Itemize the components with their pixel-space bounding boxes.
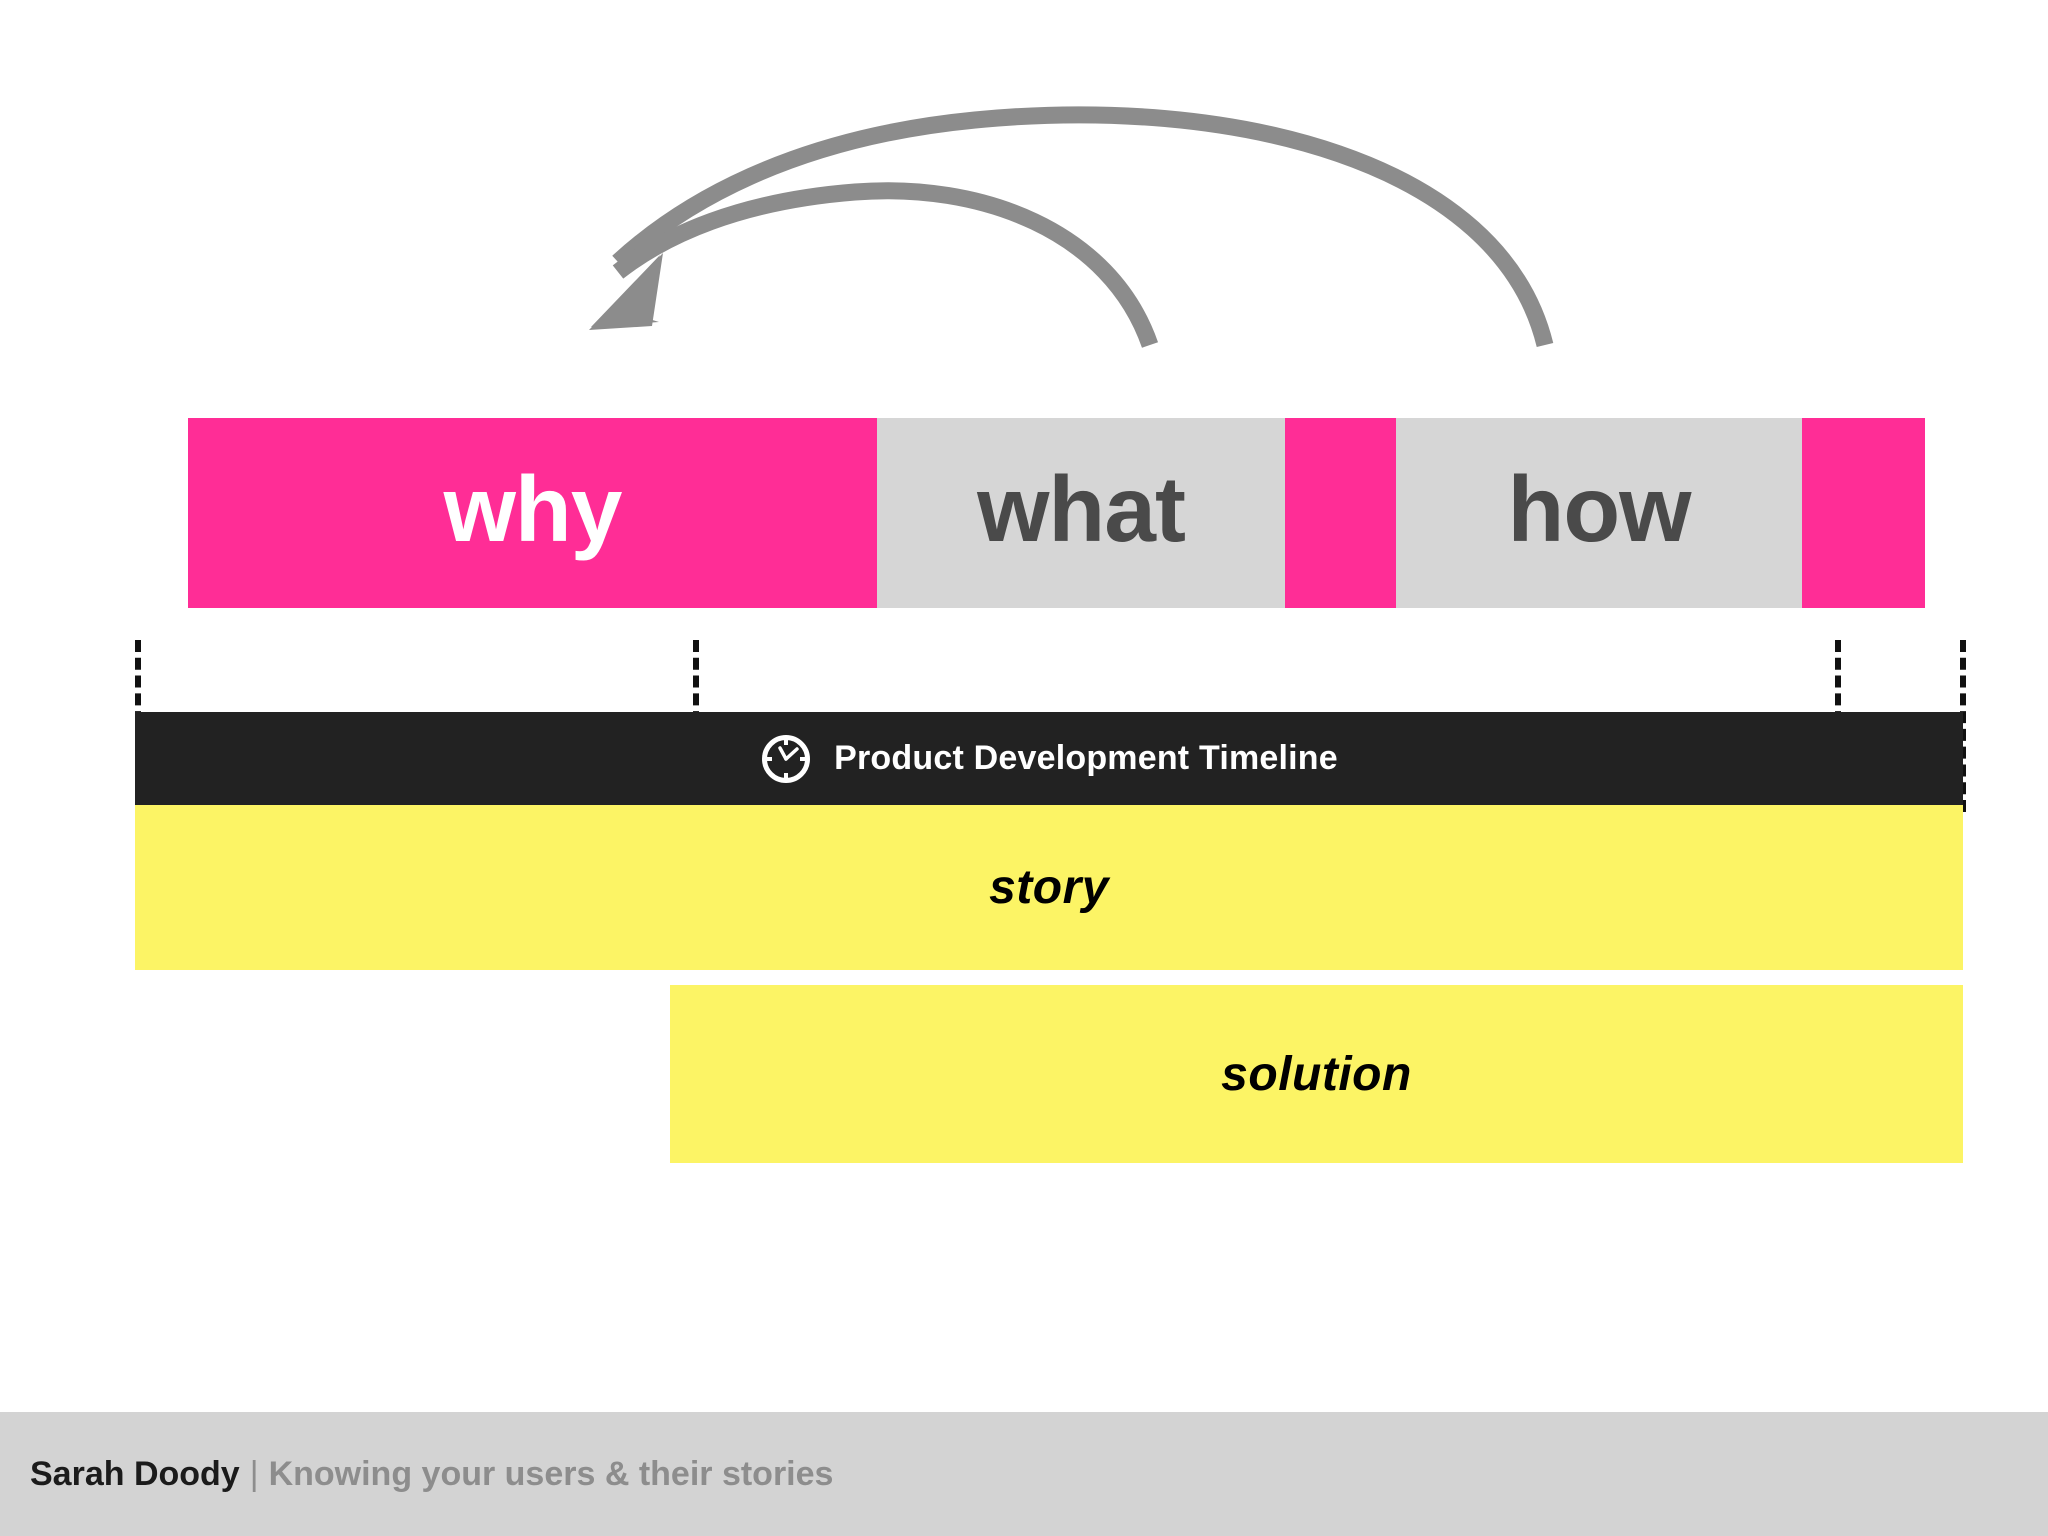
product-development-timeline-bar[interactable]: Product Development Timeline (135, 712, 1963, 805)
phase-segment-what[interactable]: what (877, 418, 1285, 608)
phase-label-why: why (443, 456, 623, 561)
timeline-label: Product Development Timeline (834, 739, 1338, 777)
footer-separator: | (249, 1454, 259, 1493)
dashed-guide-4 (1960, 640, 1966, 812)
phase-segment-how[interactable]: how (1396, 418, 1802, 608)
clock-icon (762, 734, 811, 783)
story-band[interactable]: story (135, 805, 1963, 970)
solution-band[interactable]: solution (670, 985, 1963, 1163)
footer-subtitle: Knowing your users & their stories (268, 1454, 834, 1493)
phase-label-tail (1802, 509, 1925, 517)
phase-bar: why what how (188, 418, 1925, 608)
solution-label: solution (1221, 1047, 1412, 1101)
story-label: story (989, 861, 1109, 914)
phase-segment-why[interactable]: why (188, 418, 877, 608)
phase-label-divider (1285, 509, 1396, 517)
footer-author-name: Sarah Doody (30, 1454, 240, 1493)
phase-label-how: how (1507, 456, 1692, 561)
footer-credit: Sarah Doody | Knowing your users & their… (30, 1455, 833, 1494)
phase-segment-pink-tail[interactable] (1802, 418, 1925, 608)
slide-footer: Sarah Doody | Knowing your users & their… (0, 1412, 2048, 1536)
phase-segment-pink-divider[interactable] (1285, 418, 1396, 608)
phase-label-what: what (977, 456, 1186, 561)
curved-back-arrows (589, 106, 1554, 348)
